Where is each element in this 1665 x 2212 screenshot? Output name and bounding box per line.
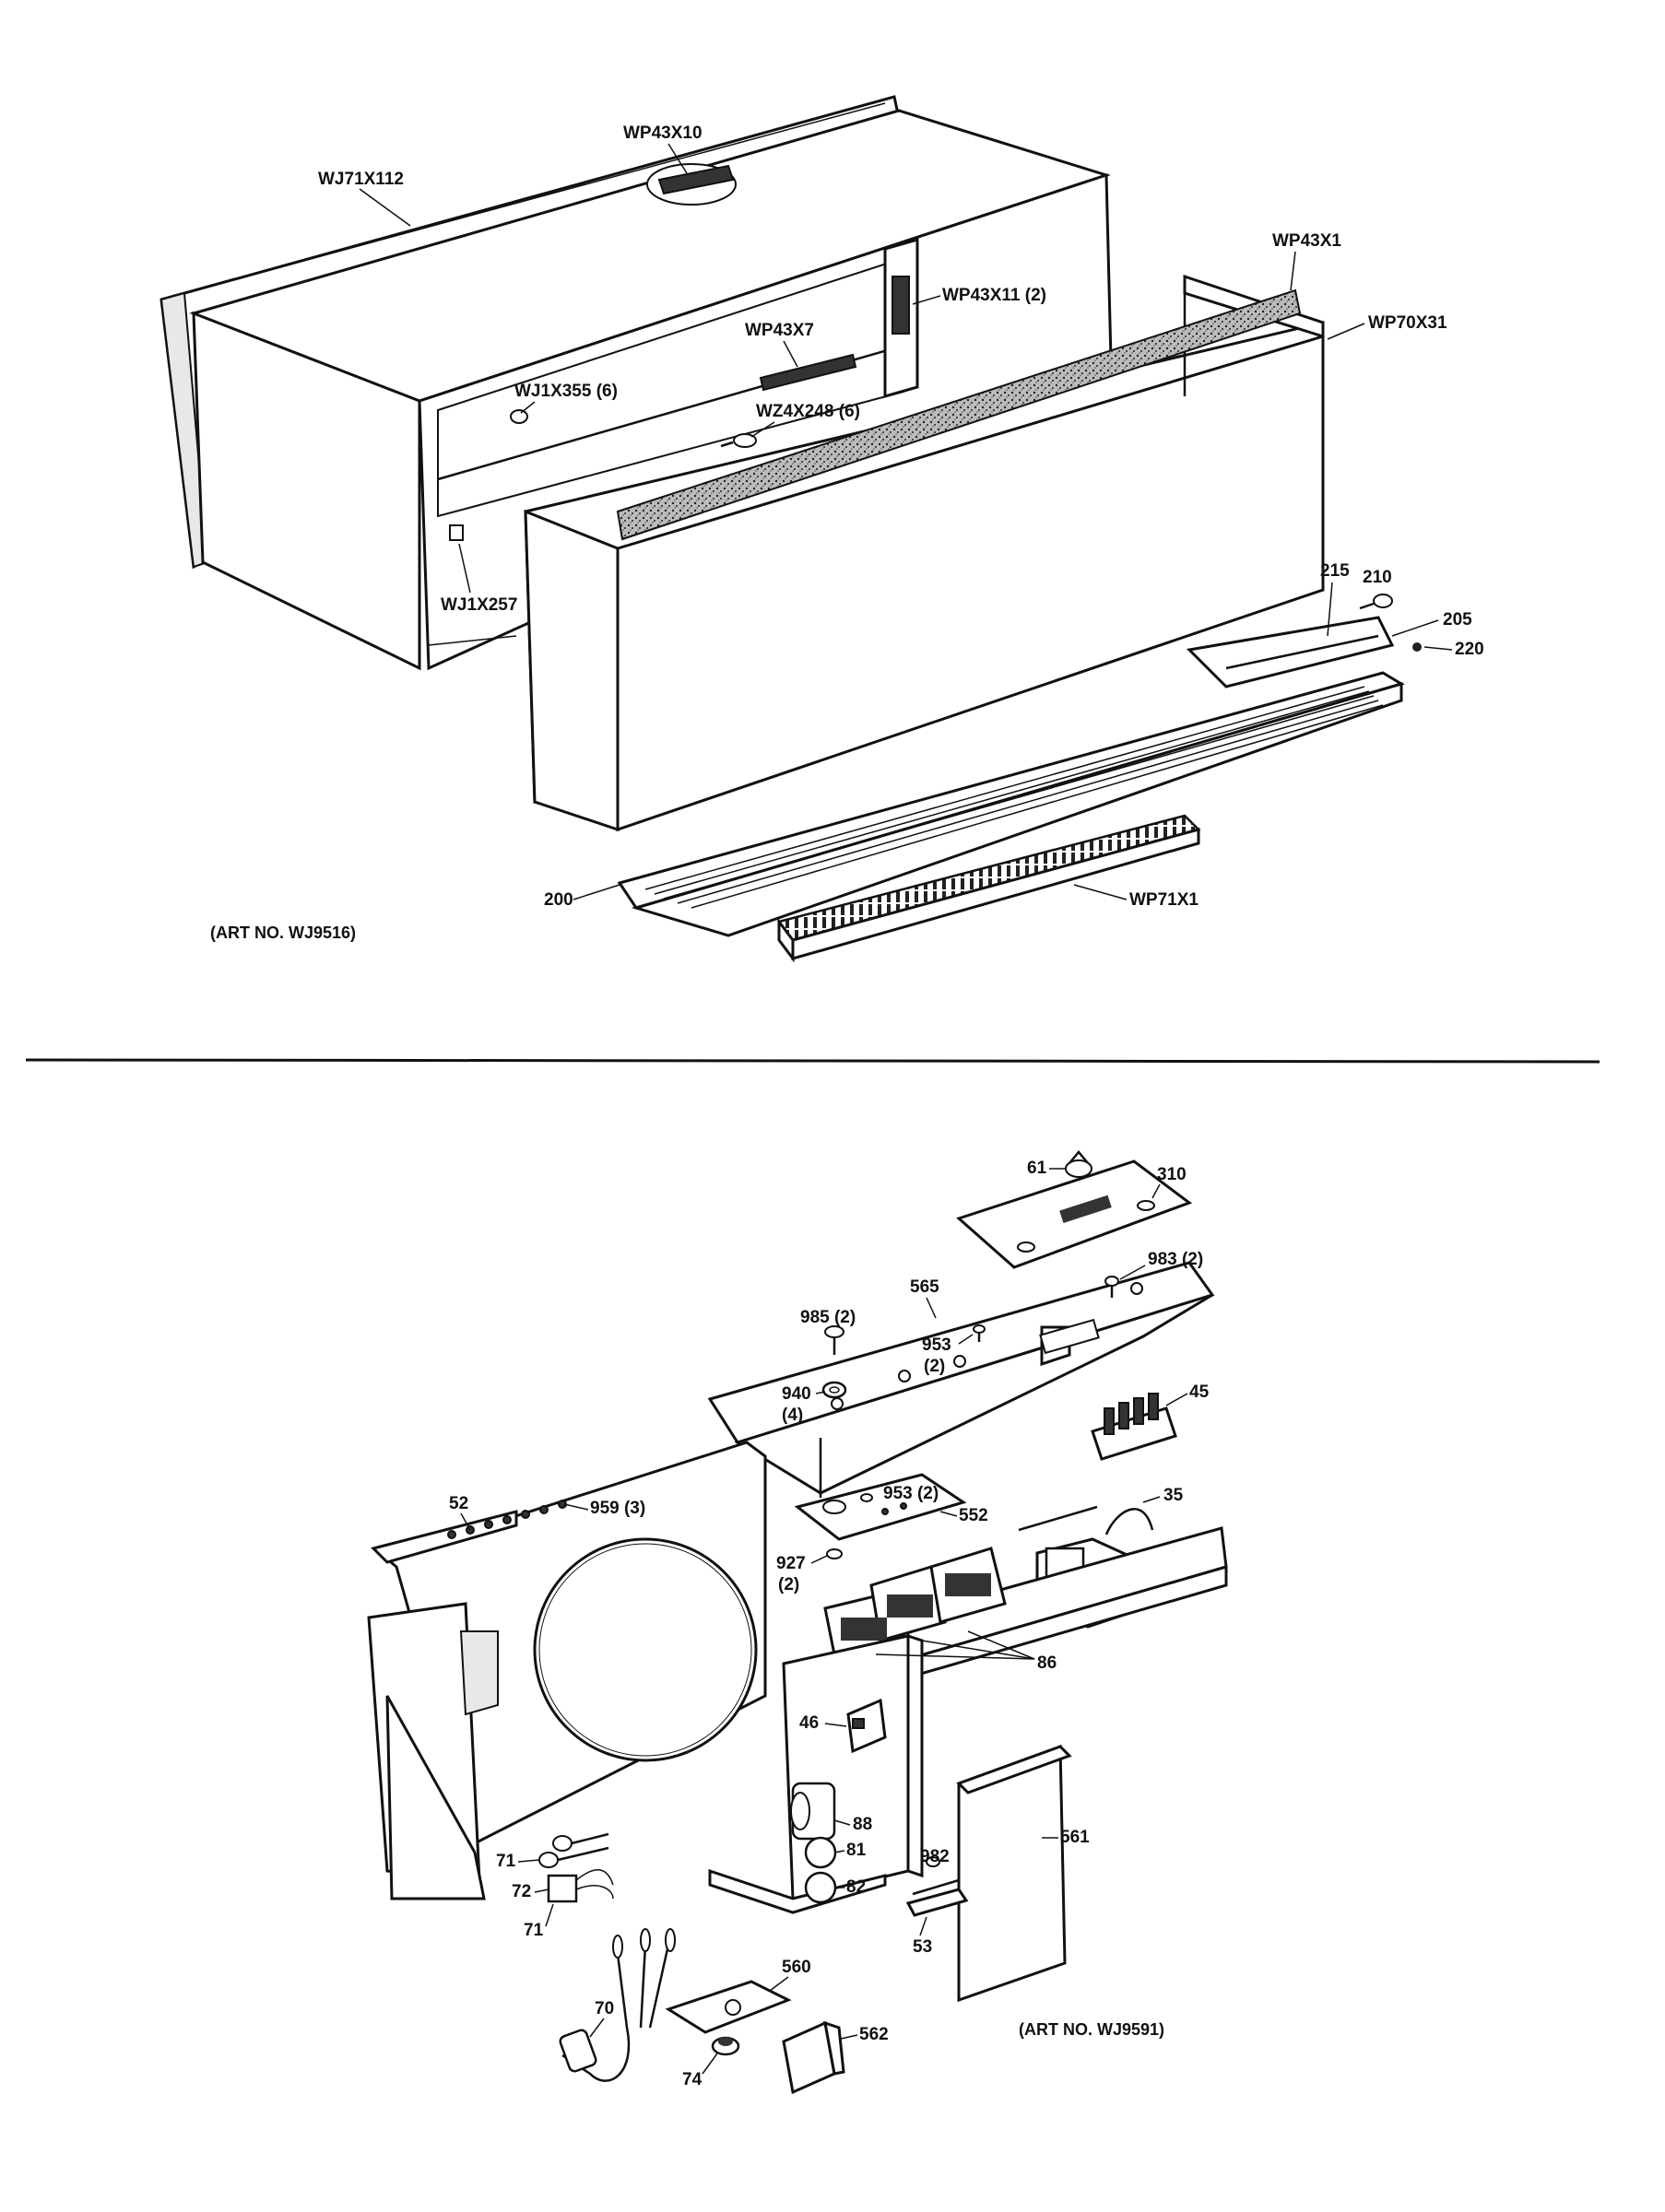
- part-46-switch: [846, 1698, 887, 1754]
- part-985-screw: [824, 1325, 844, 1355]
- part-wz4x248: [720, 433, 757, 448]
- upper-callouts: WJ71X112 WP43X10 WP43X1 WP43X11 (2) WP70…: [210, 124, 1484, 942]
- part-88-capacitor: [790, 1782, 836, 1841]
- part-wp43x7: [759, 353, 857, 392]
- lower-callouts: 61 310 983 (2) 565 985 (2) 953 (2) 940 (…: [449, 1159, 1210, 2089]
- label-wp43x10: WP43X10: [623, 124, 703, 143]
- lower-exploded-view: [367, 1150, 1228, 2095]
- label-81: 81: [846, 1841, 867, 1860]
- label-53: 53: [913, 1937, 932, 1957]
- label-983: 983 (2): [1148, 1250, 1203, 1269]
- part-983-screw: [1104, 1276, 1119, 1298]
- label-wz4x248: WZ4X248 (6): [756, 402, 860, 421]
- part-205-plate: [1186, 616, 1395, 688]
- label-wp43x11: WP43X11 (2): [942, 286, 1046, 305]
- label-wj1x257: WJ1X257: [441, 595, 517, 615]
- label-88: 88: [853, 1815, 872, 1834]
- part-940-nut: [821, 1381, 847, 1399]
- part-wj1x257: [449, 524, 464, 541]
- label-220: 220: [1455, 640, 1484, 659]
- part-562-bracket: [782, 2020, 845, 2095]
- label-953a-qty: (2): [924, 1357, 945, 1376]
- part-52-fan-shroud: [367, 1441, 767, 1900]
- label-wp70x31: WP70X31: [1368, 313, 1447, 333]
- part-wp43x1: [616, 288, 1302, 541]
- label-86: 86: [1037, 1653, 1057, 1673]
- label-205: 205: [1443, 610, 1472, 629]
- label-70: 70: [595, 1999, 614, 2018]
- label-wp71x1: WP71X1: [1129, 890, 1199, 910]
- part-560-plate: [665, 1980, 792, 2034]
- part-wp43x10: [657, 164, 735, 195]
- label-wp43x7: WP43X7: [745, 321, 814, 340]
- label-940-qty: (4): [782, 1406, 803, 1425]
- part-82-component: [804, 1871, 837, 1904]
- label-927: 927: [776, 1554, 806, 1573]
- label-wp43x1: WP43X1: [1272, 231, 1341, 251]
- part-74-bushing: [711, 2036, 740, 2056]
- label-35: 35: [1163, 1486, 1184, 1505]
- part-310-plate: [956, 1159, 1193, 1269]
- part-200-rail: [617, 671, 1405, 937]
- label-72: 72: [512, 1882, 531, 1901]
- art-number-lower: (ART NO. WJ9591): [1019, 2020, 1164, 2039]
- label-560: 560: [782, 1958, 811, 1977]
- label-215: 215: [1320, 561, 1350, 581]
- part-wj1x355: [510, 409, 528, 424]
- part-72-plug: [547, 1869, 614, 1903]
- label-wj1x355: WJ1X355 (6): [514, 382, 618, 401]
- label-wj71x112: WJ71X112: [318, 170, 404, 189]
- label-71a: 71: [496, 1852, 516, 1871]
- part-953-screw-b: [860, 1493, 873, 1502]
- part-86-relays: [823, 1547, 1007, 1656]
- label-927-qty: (2): [778, 1575, 799, 1594]
- upper-exploded-view: [159, 95, 1422, 963]
- part-982-screw: [926, 1856, 940, 1867]
- label-561: 561: [1060, 1828, 1090, 1847]
- label-45: 45: [1189, 1382, 1210, 1402]
- part-61-knob: [1065, 1150, 1092, 1178]
- part-71-connectors: [538, 1832, 609, 1868]
- label-953b: 953 (2): [883, 1484, 939, 1503]
- part-220-nut: [1412, 642, 1422, 652]
- section-divider: [25, 1058, 1600, 1064]
- part-wp43x11: [892, 276, 910, 335]
- label-61: 61: [1027, 1159, 1047, 1178]
- part-927-nut: [826, 1548, 843, 1559]
- label-959: 959 (3): [590, 1499, 645, 1518]
- label-200: 200: [544, 890, 573, 910]
- label-562: 562: [859, 2025, 889, 2044]
- label-82: 82: [846, 1877, 866, 1897]
- part-45-terminal-block: [1091, 1393, 1177, 1461]
- label-74: 74: [682, 2070, 703, 2089]
- label-310: 310: [1157, 1165, 1187, 1184]
- label-985: 985 (2): [800, 1308, 856, 1327]
- label-552: 552: [959, 1506, 988, 1525]
- part-565-bracket: [707, 1261, 1215, 1498]
- part-wp71x1-grille: [776, 814, 1201, 963]
- label-565: 565: [910, 1277, 939, 1297]
- part-70-cord: [559, 1928, 676, 2082]
- label-71b: 71: [524, 1921, 544, 1940]
- part-953-screw-a: [973, 1324, 986, 1342]
- part-81-component: [804, 1836, 837, 1869]
- label-953a: 953: [922, 1335, 951, 1355]
- art-number-upper: (ART NO. WJ9516): [210, 924, 356, 942]
- label-940: 940: [782, 1384, 811, 1404]
- part-561-panel: [956, 1744, 1072, 2003]
- label-52: 52: [449, 1494, 468, 1513]
- label-210: 210: [1363, 568, 1392, 587]
- part-552-plate: [794, 1473, 967, 1541]
- label-46: 46: [799, 1713, 819, 1733]
- part-53-strip: [905, 1878, 969, 1917]
- label-982: 982: [920, 1847, 950, 1866]
- part-210-screw: [1359, 594, 1393, 610]
